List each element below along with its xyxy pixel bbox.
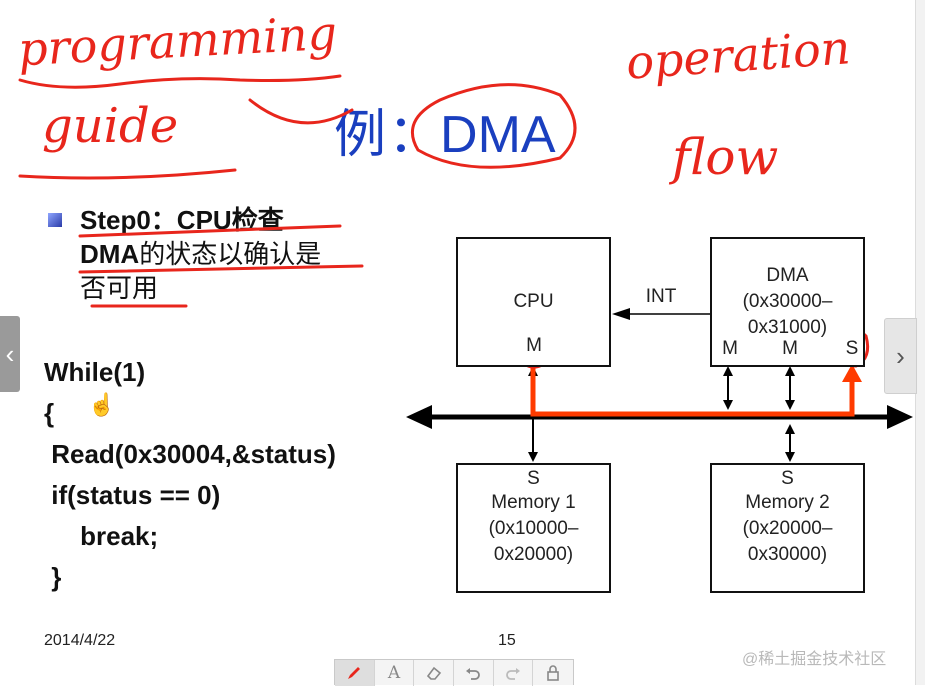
cpu-master-port: M [526, 335, 542, 356]
int-label: INT [645, 286, 677, 307]
dma-box [710, 237, 865, 367]
slide-page-number: 15 [498, 632, 516, 649]
redo-icon [506, 668, 521, 680]
code-line: break; [44, 521, 159, 551]
code-line: { [44, 398, 55, 428]
memory1-label: Memory 1 [491, 492, 576, 513]
step-label: Step0：CPU [80, 205, 232, 235]
previous-slide-button[interactable]: ‹ [0, 316, 20, 392]
cpu-box [456, 237, 611, 367]
memory1-range-start: (0x10000– [488, 518, 579, 539]
lock-button[interactable] [533, 660, 573, 686]
undo-button[interactable] [454, 660, 494, 686]
chevron-right-icon: › [896, 341, 905, 371]
dma-master-port-1: M [722, 338, 738, 359]
handwriting-guide: guide [42, 98, 179, 154]
dma-slave-port: S [845, 338, 859, 359]
watermark: @稀土掘金技术社区 [742, 651, 887, 668]
dma-transfer-path [530, 366, 855, 417]
handwriting-flow: flow [672, 128, 779, 186]
code-line: Read(0x30004,&status) [44, 439, 336, 469]
redo-button[interactable] [494, 660, 534, 686]
int-arrow [612, 308, 630, 320]
bus-arrow-right [887, 405, 913, 429]
hand-cursor-icon: ☝ [88, 392, 116, 417]
chevron-left-icon: ‹ [5, 339, 15, 369]
code-line: While(1) [44, 357, 146, 387]
dma-range-start: (0x30000– [742, 291, 833, 312]
underline-guide [18, 168, 237, 180]
dma-master-port-2: M [782, 338, 798, 359]
dma-range-end: 0x31000) [747, 317, 828, 338]
bullet-icon [48, 213, 62, 227]
step-text-2: DMA [80, 239, 140, 269]
underline-programming [18, 74, 342, 89]
memory1-slave-port: S [527, 468, 540, 489]
cpu-label: CPU [513, 291, 554, 312]
step-text-1: 检查 [231, 205, 284, 235]
memory2-range-end: 0x30000) [747, 544, 828, 565]
step-text: Step0：CPU检查 DMA的状态以确认是 否可用 [80, 203, 380, 305]
code-line: } [44, 562, 62, 592]
memory1-box [456, 463, 611, 593]
slide-title: 例：DMA [334, 92, 556, 167]
memory2-label: Memory 2 [745, 492, 830, 513]
lock-icon [547, 665, 559, 681]
pen-icon [348, 667, 361, 679]
bus-arrow-left [406, 405, 432, 429]
handwriting-operation: operation [624, 20, 852, 90]
title-dma: DMA [440, 106, 556, 164]
step-text-3: 的状态以确认是 [139, 239, 322, 269]
text-icon: A [387, 663, 401, 683]
title-colon: ： [388, 106, 441, 164]
memory2-box [710, 463, 865, 593]
dma-label: DMA [766, 265, 809, 286]
undo-icon [466, 668, 481, 680]
code-block: While(1) { Read(0x30004,&status) if(stat… [44, 352, 336, 598]
eraser-tool-button[interactable] [414, 660, 455, 686]
slide-date: 2014/4/22 [44, 632, 116, 649]
eraser-icon [426, 666, 441, 680]
memory1-range-end: 0x20000) [493, 544, 574, 565]
text-tool-button[interactable]: A [375, 660, 415, 686]
code-line: if(status == 0) [44, 480, 221, 510]
step-text-4: 否可用 [80, 273, 159, 303]
annotation-toolbar: A [334, 659, 574, 686]
memory2-range-start: (0x20000– [742, 518, 833, 539]
next-slide-button[interactable]: › [884, 318, 917, 394]
memory2-slave-port: S [781, 468, 794, 489]
title-example-char: 例 [334, 106, 387, 164]
handwriting-programming: programming [16, 5, 339, 77]
pen-tool-button[interactable] [335, 660, 375, 686]
